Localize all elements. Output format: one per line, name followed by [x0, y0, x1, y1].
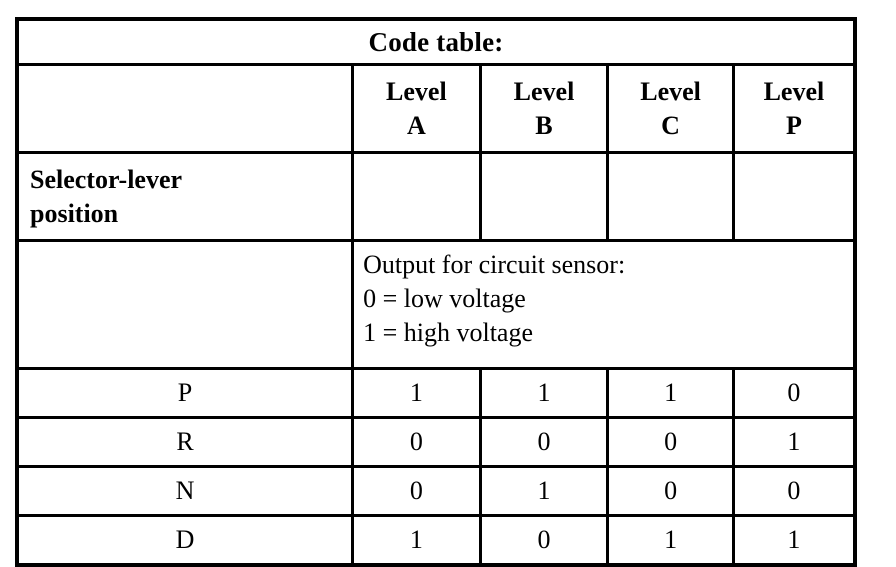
level-b-word: Level	[513, 77, 575, 107]
selector-lever-position-label: Selector-lever position	[15, 151, 355, 242]
output-legend-row: Output for circuit sensor: 0 = low volta…	[15, 239, 857, 370]
row-label-r: R	[15, 416, 355, 468]
cell-n-level-c: 0	[606, 465, 735, 517]
output-for-circuit-sensor-note: Output for circuit sensor: 0 = low volta…	[351, 239, 857, 370]
column-header-level-c: Level C	[606, 63, 735, 154]
table-title-row: Code table:	[15, 17, 857, 66]
cell-p-level-a: 1	[351, 367, 482, 419]
cell-r-level-a: 0	[351, 416, 482, 468]
row-label-n: N	[15, 465, 355, 517]
cell-n-level-a: 0	[351, 465, 482, 517]
column-header-level-b: Level B	[478, 63, 610, 154]
row-label-d: D	[15, 514, 355, 567]
output-note-line-3: 1 = high voltage	[363, 317, 533, 347]
cell-r-level-b: 0	[478, 416, 610, 468]
table-row: R 0 0 0 1	[15, 416, 857, 468]
cell-d-level-c: 1	[606, 514, 735, 567]
level-b-letter: B	[535, 110, 553, 140]
header-corner-blank-cell	[15, 63, 355, 154]
level-p-letter: P	[785, 110, 802, 140]
cell-p-level-p: 0	[731, 367, 857, 419]
table-row: N 0 1 0 0	[15, 465, 857, 517]
selector-row-blank-level-a	[351, 151, 482, 242]
level-p-word: Level	[763, 77, 825, 107]
selector-row-blank-level-b	[478, 151, 610, 242]
cell-d-level-a: 1	[351, 514, 482, 567]
level-header-row: Level A Level B Level C Level P	[15, 63, 857, 154]
selector-lever-row: Selector-lever position	[15, 151, 857, 242]
selector-label-line-1: Selector-lever	[30, 165, 183, 195]
row-label-p: P	[15, 367, 355, 419]
level-a-word: Level	[386, 77, 447, 107]
output-note-line-2: 0 = low voltage	[363, 283, 526, 313]
output-note-line-1: Output for circuit sensor:	[363, 250, 626, 279]
table-title: Code table:	[15, 17, 857, 66]
level-c-letter: C	[661, 110, 680, 140]
code-table: Code table: Level A Level B Level C	[15, 17, 857, 567]
cell-r-level-p: 1	[731, 416, 857, 468]
selector-label-line-2: position	[30, 198, 119, 228]
selector-row-blank-level-p	[731, 151, 857, 242]
cell-n-level-p: 0	[731, 465, 857, 517]
output-row-blank-label-cell	[15, 239, 355, 370]
cell-d-level-b: 0	[478, 514, 610, 567]
column-header-level-a: Level A	[351, 63, 482, 154]
cell-n-level-b: 1	[478, 465, 610, 517]
level-a-letter: A	[406, 110, 426, 140]
cell-d-level-p: 1	[731, 514, 857, 567]
cell-p-level-c: 1	[606, 367, 735, 419]
table-row: D 1 0 1 1	[15, 514, 857, 567]
selector-row-blank-level-c	[606, 151, 735, 242]
cell-p-level-b: 1	[478, 367, 610, 419]
column-header-level-p: Level P	[731, 63, 857, 154]
table-row: P 1 1 1 0	[15, 367, 857, 419]
cell-r-level-c: 0	[606, 416, 735, 468]
level-c-word: Level	[640, 77, 701, 107]
